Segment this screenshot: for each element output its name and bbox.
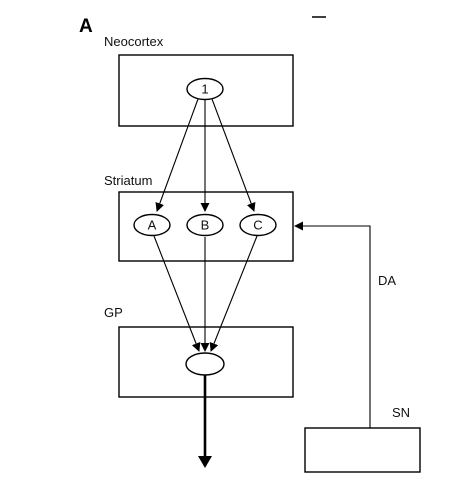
neocortex-label: Neocortex (104, 34, 164, 49)
sn-box (304, 427, 421, 473)
node-striatum-a-label: A (148, 218, 157, 233)
node-striatum-b-label: B (201, 218, 210, 233)
da-label: DA (378, 273, 396, 288)
edge-a-to-gp (153, 235, 201, 352)
gp-label: GP (104, 305, 123, 320)
edge-c-to-gp (209, 235, 258, 352)
panel-label: A (79, 16, 93, 37)
node-cortex-1-label: 1 (201, 82, 208, 97)
sn-label: SN (392, 405, 410, 420)
edge-1-to-a (155, 98, 199, 212)
striatum-label: Striatum (104, 173, 152, 188)
edge-sn-to-striatum (294, 221, 371, 428)
edge-1-to-c (211, 98, 256, 212)
node-gp (185, 352, 225, 376)
node-striatum-a (133, 213, 171, 237)
node-cortex-1 (186, 77, 224, 101)
node-striatum-b (186, 213, 224, 237)
node-striatum-c (239, 213, 277, 237)
node-striatum-c-label: C (253, 218, 262, 233)
